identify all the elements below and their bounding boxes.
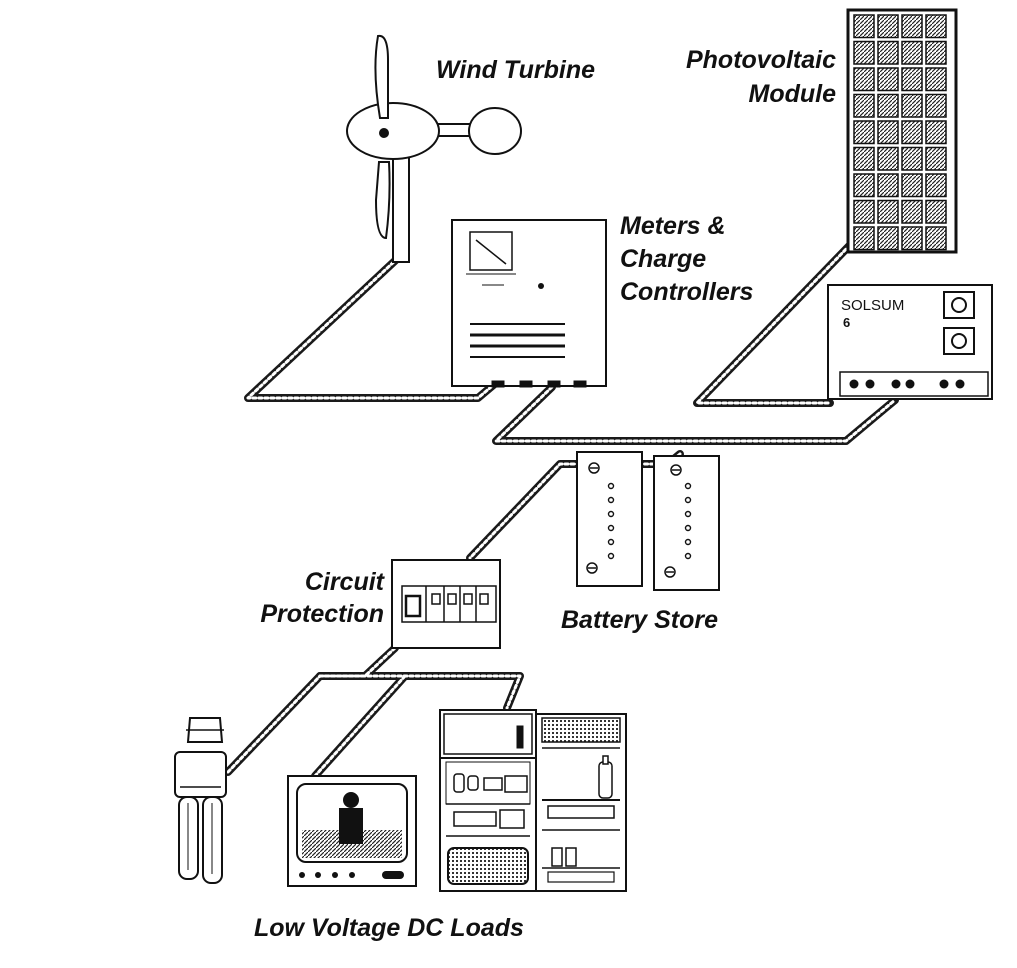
photovoltaic-module <box>846 8 958 254</box>
breaker-switch <box>479 593 489 605</box>
pv-cell <box>877 226 899 251</box>
turbine-blade-bottom <box>374 161 391 240</box>
label-circuit-line2: Protection <box>260 600 384 628</box>
battery-right <box>653 455 720 591</box>
solsum-controller: SOLSUM 6 <box>827 284 993 400</box>
pv-cell <box>925 199 947 224</box>
pv-cell <box>925 226 947 251</box>
pv-cell <box>901 199 923 224</box>
main-breaker-switch <box>404 594 422 618</box>
pv-cell <box>925 93 947 118</box>
pv-cell <box>877 40 899 65</box>
pv-cell <box>853 120 875 145</box>
breaker-switch <box>463 593 473 605</box>
label-low-voltage-dc-loads: Low Voltage DC Loads <box>254 914 524 942</box>
label-battery-store: Battery Store <box>561 606 718 634</box>
television <box>287 775 417 887</box>
pv-cell <box>925 40 947 65</box>
pv-cell <box>901 67 923 92</box>
pv-cell <box>877 146 899 171</box>
pv-cell <box>877 67 899 92</box>
pv-cell <box>853 93 875 118</box>
pv-cell <box>853 40 875 65</box>
circuit-protection-box <box>391 559 501 649</box>
pv-cell <box>925 146 947 171</box>
pv-cell <box>853 146 875 171</box>
pv-cell <box>925 14 947 39</box>
label-pv-line1: Photovoltaic <box>685 46 836 74</box>
label-wind-turbine: Wind Turbine <box>436 56 596 84</box>
pv-cell <box>925 120 947 145</box>
turbine-tower <box>392 149 410 263</box>
breaker-switch <box>447 593 457 605</box>
pv-cell <box>877 93 899 118</box>
wind-turbine <box>346 34 522 263</box>
tv-picture <box>302 792 402 858</box>
label-meters-line2: Charge <box>620 245 707 273</box>
solsum-model-text: 6 <box>843 315 850 330</box>
pv-cell <box>901 93 923 118</box>
breaker-switch <box>431 593 441 605</box>
bottle <box>598 761 613 799</box>
pv-cell <box>853 199 875 224</box>
pv-cell <box>901 14 923 39</box>
battery-left <box>576 451 643 587</box>
label-meters-line1: Meters & <box>620 212 726 240</box>
turbine-blade-top <box>374 34 389 119</box>
turbine-tail-vane <box>468 107 522 155</box>
meter-indicator-light <box>538 283 544 289</box>
pv-cell <box>853 173 875 198</box>
refrigerator-open-door <box>535 713 627 892</box>
pv-cell <box>901 120 923 145</box>
pv-cell-grid <box>853 14 947 251</box>
pv-cell <box>853 67 875 92</box>
solsum-brand-text: SOLSUM <box>841 297 904 314</box>
label-meters-line3: Controllers <box>620 278 754 306</box>
meter-box <box>451 219 607 388</box>
pv-cell <box>901 40 923 65</box>
fluorescent-lamp <box>174 717 227 884</box>
pv-cell <box>901 226 923 251</box>
refrigerator-closed <box>439 709 537 892</box>
pv-cell <box>901 146 923 171</box>
pv-cell <box>853 14 875 39</box>
turbine-nacelle <box>346 102 440 160</box>
pv-cell <box>877 199 899 224</box>
pv-cell <box>877 14 899 39</box>
pv-cell <box>901 173 923 198</box>
label-circuit-line1: Circuit <box>304 568 384 596</box>
pv-cell <box>925 173 947 198</box>
pv-cell <box>853 226 875 251</box>
pv-cell <box>877 173 899 198</box>
label-pv-line2: Module <box>748 80 837 108</box>
pv-cell <box>877 120 899 145</box>
pv-cell <box>925 67 947 92</box>
